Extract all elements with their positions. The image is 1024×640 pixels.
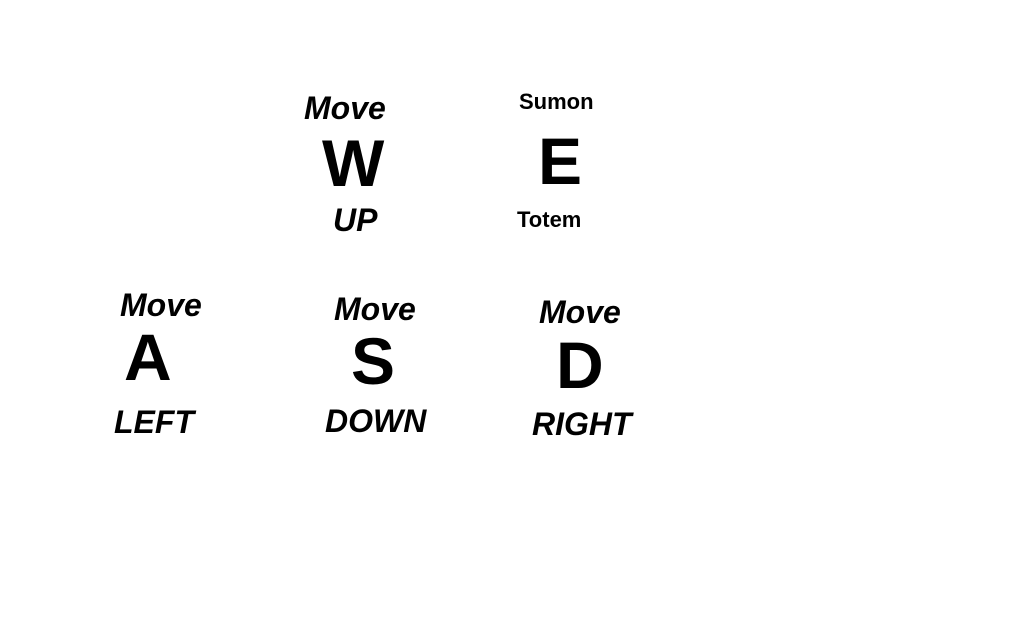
- e-key: E: [538, 124, 583, 198]
- w-key: W: [322, 126, 385, 200]
- d-bottom-label: RIGHT: [532, 406, 632, 442]
- s-top-label: Move: [334, 291, 416, 327]
- a-bottom-label: LEFT: [114, 404, 194, 440]
- w-bottom-label: UP: [333, 202, 378, 238]
- s-key: S: [351, 324, 396, 398]
- d-top-label: Move: [539, 294, 621, 330]
- w-top-label: Move: [304, 90, 386, 126]
- d-key: D: [556, 328, 604, 402]
- a-key: A: [124, 320, 172, 394]
- e-top-label: Sumon: [519, 89, 594, 114]
- e-bottom-label: Totem: [517, 207, 582, 232]
- a-top-label: Move: [120, 287, 202, 323]
- s-bottom-label: DOWN: [325, 403, 427, 439]
